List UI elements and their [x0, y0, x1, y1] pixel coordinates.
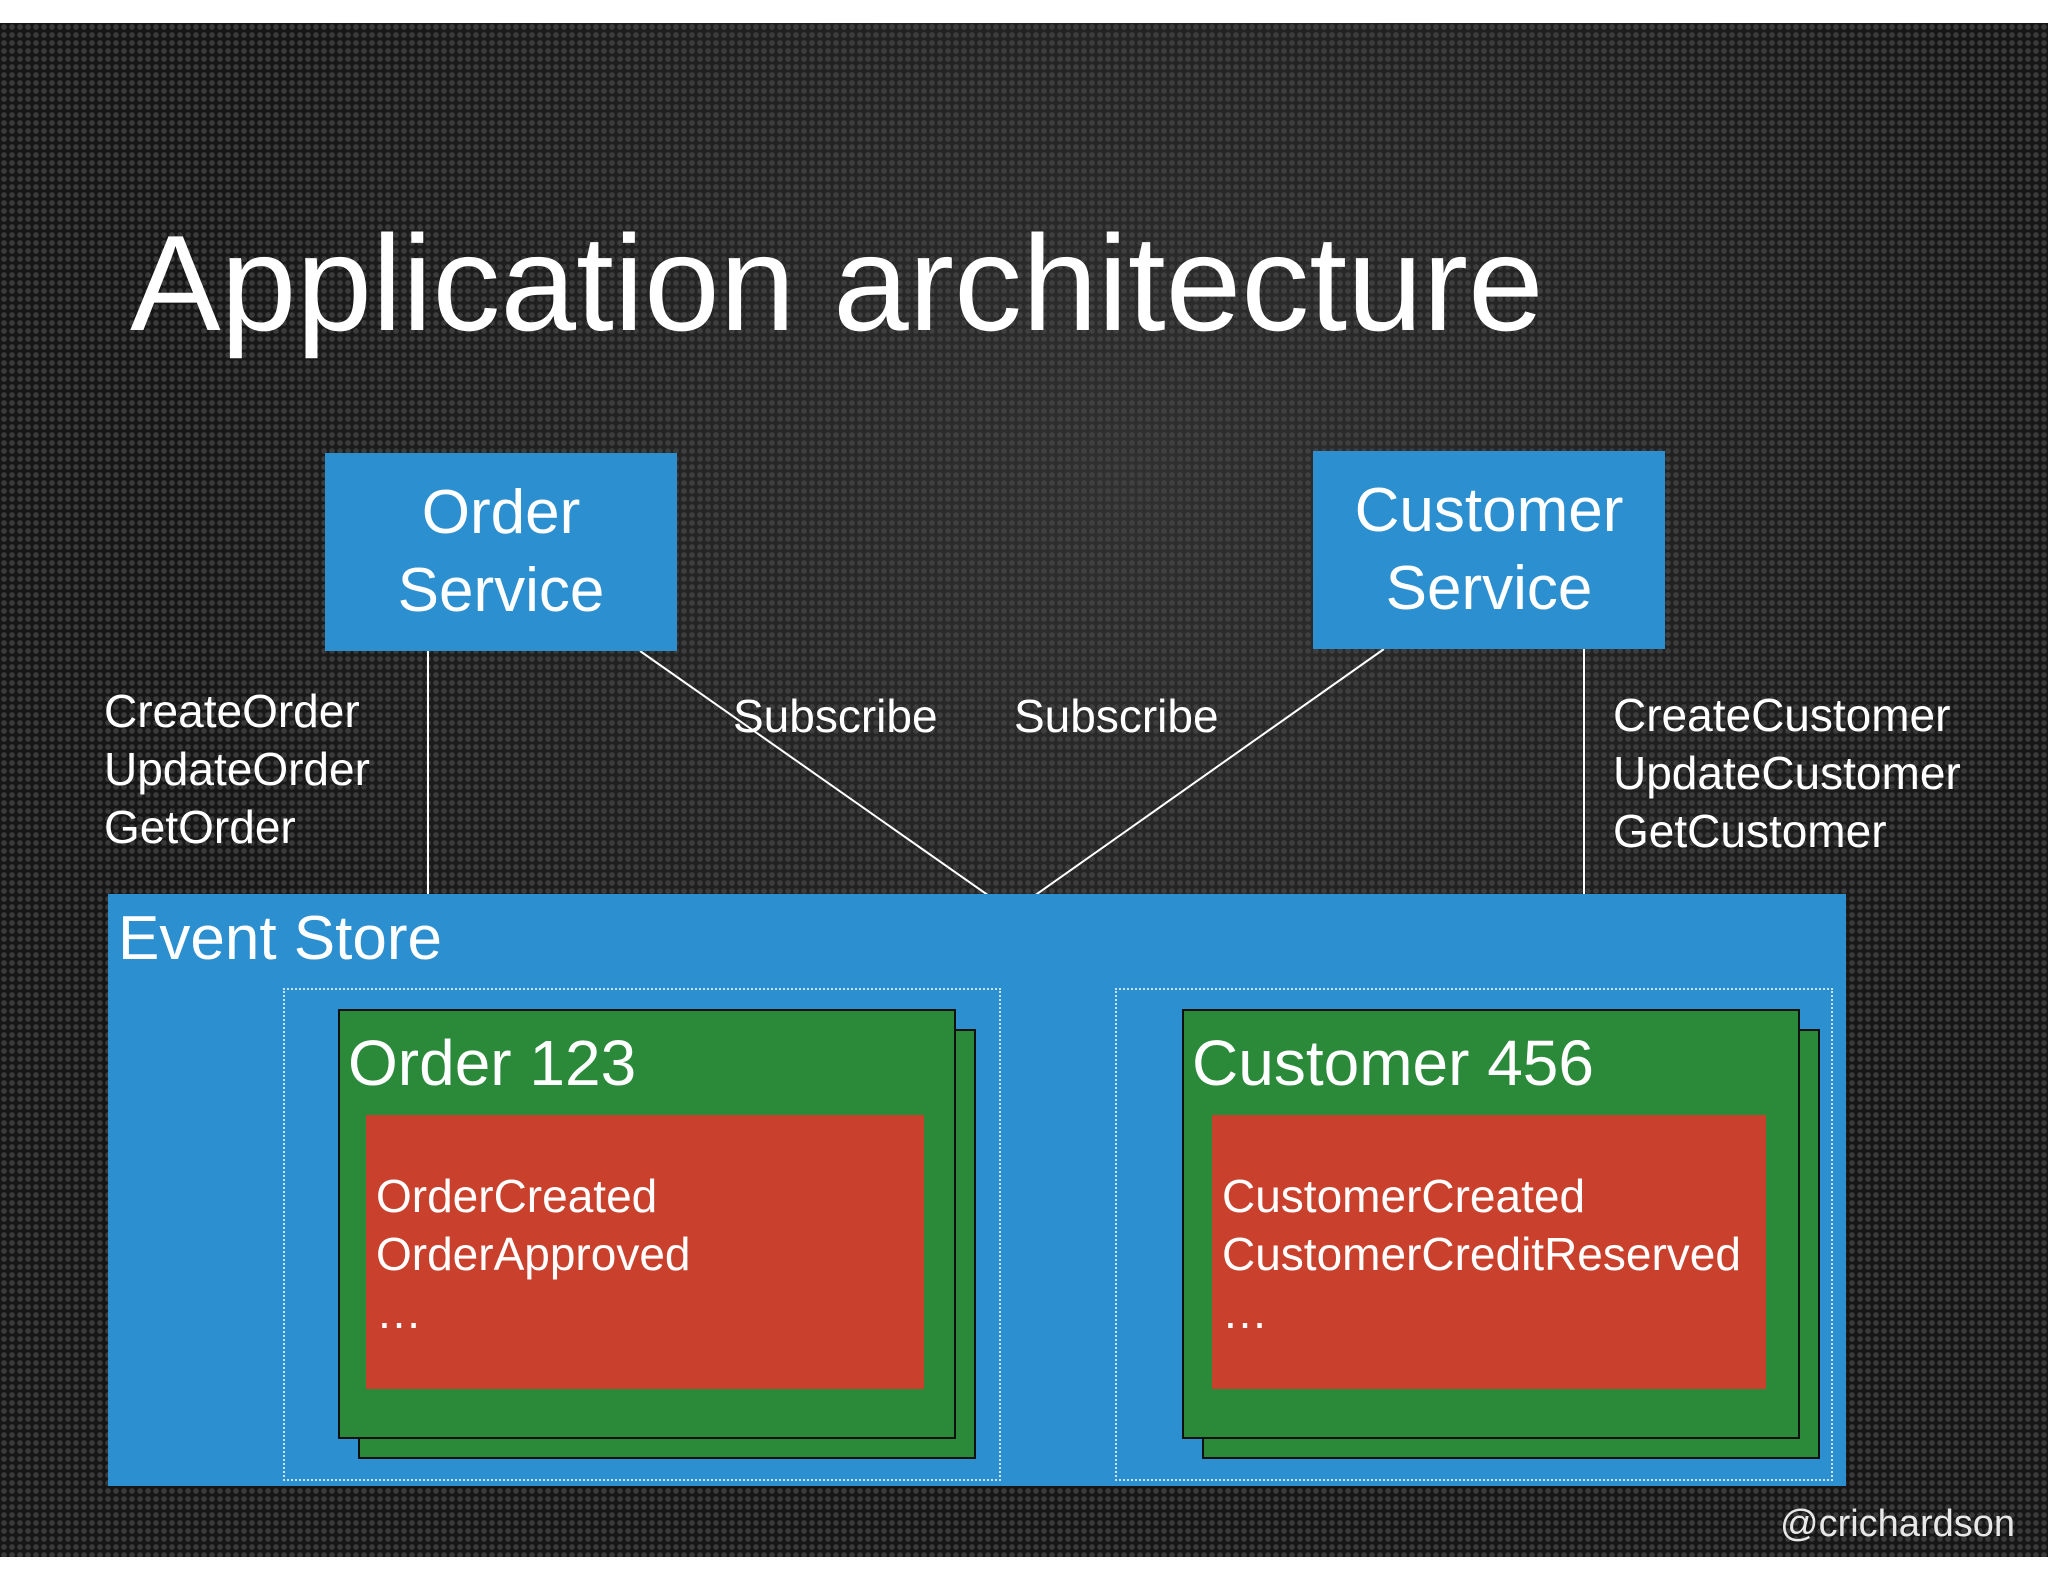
customer-service-box: Customer Service [1313, 451, 1665, 649]
event-order-approved: OrderApproved [376, 1228, 691, 1280]
event-ellipsis: … [376, 1286, 422, 1338]
customer-subscribe-label: Subscribe [1014, 690, 1219, 742]
customer-operations: CreateCustomer UpdateCustomer GetCustome… [1613, 686, 1961, 860]
order-events-list: OrderCreated OrderApproved … [366, 1115, 924, 1389]
operation-create-order: CreateOrder [104, 685, 360, 737]
event-store: Event Store Order 123 OrderCreated Order… [108, 894, 1846, 1486]
order-service-box: Order Service [325, 453, 677, 651]
operation-create-customer: CreateCustomer [1613, 689, 1951, 741]
event-customer-credit-reserved: CustomerCreditReserved [1222, 1228, 1741, 1280]
order-service-label-line1: Order [421, 478, 581, 547]
customer-service-label-line1: Customer [1354, 476, 1624, 545]
slide-title: Application architecture [130, 207, 1544, 359]
event-ellipsis: … [1222, 1286, 1268, 1338]
customer-aggregate-title: Customer 456 [1192, 1027, 1594, 1099]
customer-aggregate-container [1115, 988, 1833, 1481]
operation-get-customer: GetCustomer [1613, 805, 1887, 857]
slide: Application architecture Order Service C… [0, 23, 2048, 1557]
operation-update-order: UpdateOrder [104, 743, 370, 795]
order-aggregate-container [283, 988, 1001, 1481]
event-customer-created: CustomerCreated [1222, 1170, 1586, 1222]
author-handle: @crichardson [1780, 1503, 2015, 1545]
order-operations: CreateOrder UpdateOrder GetOrder [104, 682, 370, 856]
event-order-created: OrderCreated [376, 1170, 658, 1222]
operation-update-customer: UpdateCustomer [1613, 747, 1961, 799]
order-aggregate: Order 123 OrderCreated OrderApproved … [338, 1009, 956, 1439]
order-service-label-line2: Service [397, 556, 605, 625]
customer-aggregate: Customer 456 CustomerCreated CustomerCre… [1182, 1009, 1800, 1439]
order-subscribe-label: Subscribe [733, 690, 938, 742]
order-aggregate-title: Order 123 [348, 1027, 637, 1099]
operation-get-order: GetOrder [104, 801, 296, 853]
customer-service-label-line2: Service [1385, 554, 1593, 623]
customer-events-list: CustomerCreated CustomerCreditReserved … [1212, 1115, 1766, 1389]
event-store-title: Event Store [118, 904, 442, 973]
